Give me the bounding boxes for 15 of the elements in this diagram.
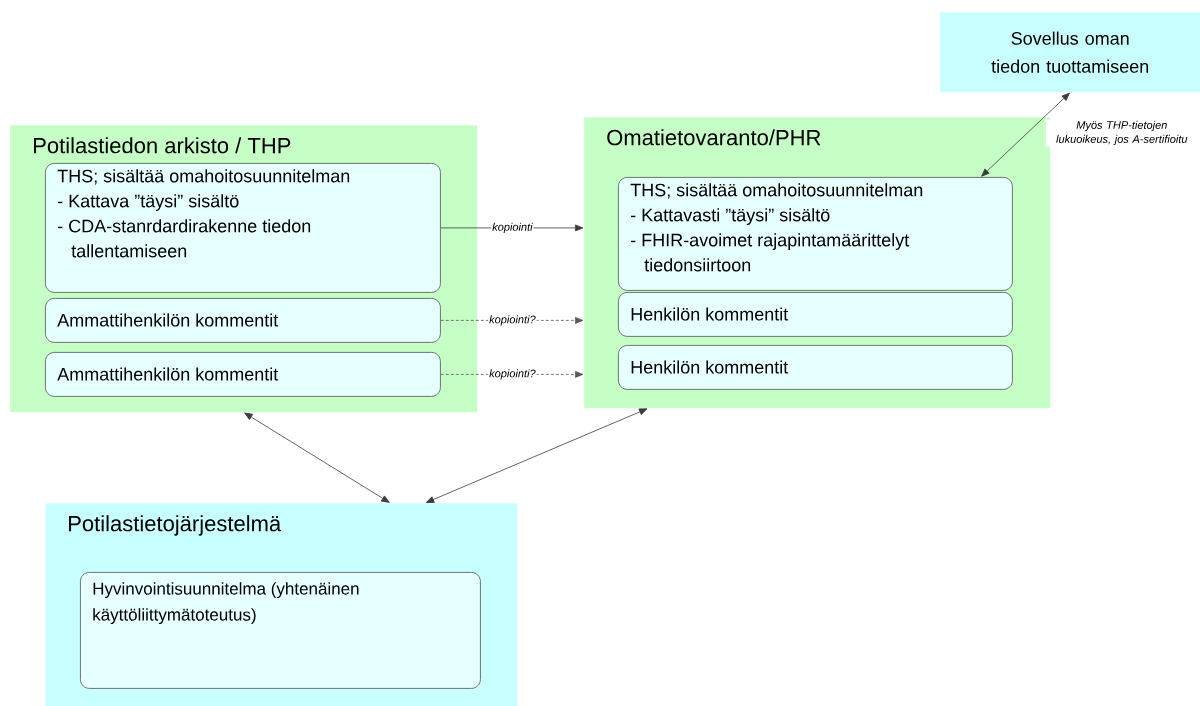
arrow xyxy=(981,92,1070,177)
edge-label: kopiointi xyxy=(491,221,534,234)
content-box: Ammattihenkilön kommentit xyxy=(45,298,441,343)
content-box: THS; sisältää omahoitosuunnitelman - Kattavasti ”täysi” sisältö - FHIR-avoimet rajapintamäärittelyt tiedonsiirtoon xyxy=(618,177,1013,291)
edge-label: kopiointi? xyxy=(488,368,537,381)
arrow xyxy=(425,408,648,503)
edge-label: Myös THP-tietojen lukuoikeus, jos A-sertifioitu xyxy=(1045,119,1198,147)
content-box: Ammattihenkilön kommentit xyxy=(45,352,441,397)
content-box: THS; sisältää omahoitosuunnitelman - Kattava ”täysi” sisältö - CDA-stanrdardirakenne tiedon tallentamiseen xyxy=(45,163,441,293)
content-box: Henkilön kommentit xyxy=(618,292,1013,337)
arrow xyxy=(244,412,390,503)
content-box: Hyvinvointisuunnitelma (yhtenäinen käyttöliittymätoteutus) xyxy=(80,572,481,689)
content-box: Henkilön kommentit xyxy=(618,345,1013,390)
app-box: Sovellus oman tiedon tuottamiseen xyxy=(940,12,1200,93)
edge-label: kopiointi? xyxy=(488,314,537,327)
